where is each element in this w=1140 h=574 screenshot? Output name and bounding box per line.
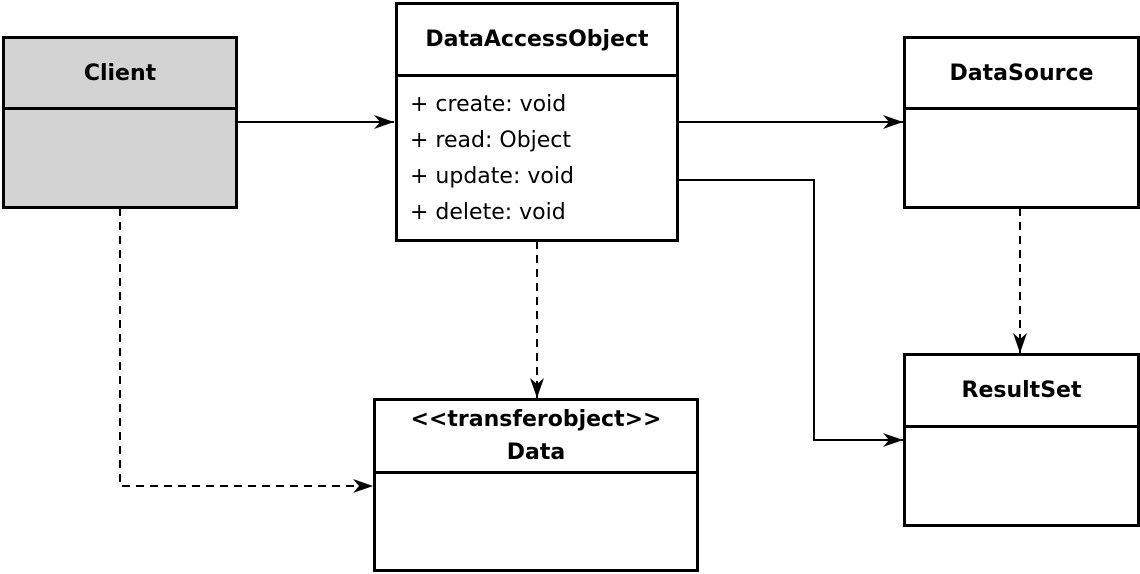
datasource-class-name: DataSource <box>949 60 1094 86</box>
client-class-header: Client <box>5 39 235 110</box>
resultset-class-name: ResultSet <box>961 378 1082 403</box>
datasource-class-box: DataSource <box>903 36 1140 209</box>
dao-attribute-delete: + delete: void <box>410 200 566 225</box>
data-class-name: Data <box>506 440 566 465</box>
data-class-stereotype: <<transferobject>> <box>410 407 662 432</box>
client-class-box: Client <box>2 36 238 209</box>
datasource-class-header: DataSource <box>906 39 1137 110</box>
data-class-box: <<transferobject>> Data <box>373 398 699 572</box>
dao-class-header: DataAccessObject <box>398 5 676 77</box>
client-class-name: Client <box>83 60 157 86</box>
dao-attribute-read: + read: Object <box>410 128 572 153</box>
dao-attribute-update: + update: void <box>410 164 574 189</box>
dao-class-box: DataAccessObject + create: void + read: … <box>395 2 679 242</box>
dao-class-attributes: + create: void + read: Object + update: … <box>398 77 676 231</box>
dao-class-name: DataAccessObject <box>425 27 649 52</box>
client-to-data-dependency <box>119 208 373 493</box>
resultset-class-box: ResultSet <box>903 353 1140 527</box>
resultset-class-header: ResultSet <box>906 356 1137 428</box>
dao-attribute-create: + create: void <box>410 92 567 117</box>
data-class-header: <<transferobject>> Data <box>376 401 696 474</box>
dao-to-resultset-arrow <box>677 179 903 447</box>
